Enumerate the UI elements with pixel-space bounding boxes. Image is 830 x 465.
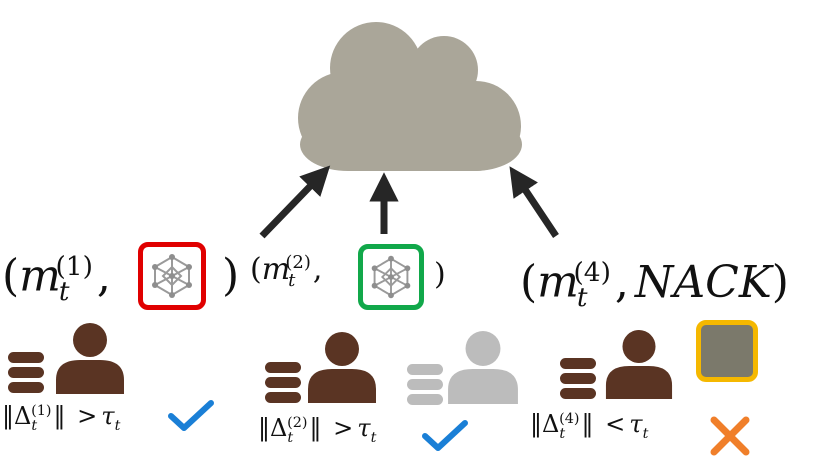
client-2-condition: ‖Δt(2)‖ >τt: [258, 414, 377, 446]
neural-network-model-icon: [371, 255, 411, 299]
client-2-message-close: ): [434, 257, 446, 292]
neural-network-model-icon: [152, 254, 192, 298]
arrow-client-4: [509, 166, 559, 238]
database-icon: [560, 358, 596, 399]
checkmark-icon: [168, 400, 214, 431]
client-1-message: (mt(1),: [2, 250, 111, 308]
client-1-message-close: ): [222, 250, 240, 301]
client-1-condition: ‖Δt(1)‖ >τt: [2, 402, 121, 434]
checkmark-icon: [422, 420, 468, 451]
cloud-icon: [298, 22, 522, 171]
gray-square-icon: [696, 320, 758, 382]
user-icon: [56, 323, 124, 394]
user-icon: [605, 329, 673, 399]
database-icon: [265, 362, 301, 403]
database-icon: [8, 352, 44, 393]
client-4-message: (mt(4),NACK): [520, 256, 789, 314]
arrow-client-1: [259, 165, 331, 239]
user-icon: [308, 332, 376, 403]
client-4-condition: ‖Δt(4)‖ <τt: [530, 410, 649, 442]
client-2-model-payload: [358, 244, 424, 310]
database-icon: [407, 364, 443, 405]
cross-icon: [710, 416, 750, 456]
user-icon: [448, 331, 518, 404]
client-1-model-payload: [138, 242, 206, 310]
client-2-message: (mt(2),: [250, 252, 323, 291]
